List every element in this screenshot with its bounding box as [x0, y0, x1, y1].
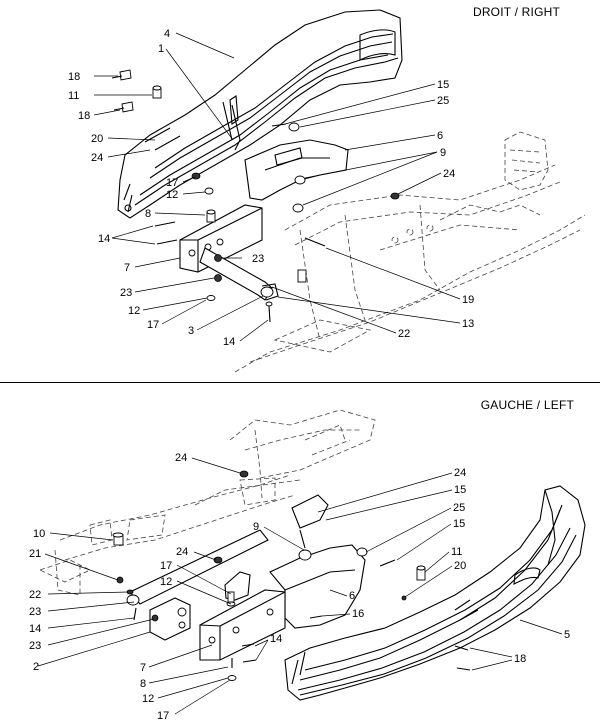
- callout-label: 18: [514, 653, 526, 665]
- callout-label: 14: [98, 233, 110, 245]
- callouts-right: 4 1 18 11 18 20 24 17 12 8 14 7 23 12 17…: [68, 28, 474, 348]
- callout-label: 1: [158, 43, 164, 55]
- callout-label: 3: [188, 325, 194, 337]
- callout-label: 12: [142, 693, 154, 705]
- callout-label: 24: [176, 546, 188, 558]
- callout-label: 4: [164, 28, 170, 40]
- callout-label: 24: [454, 467, 466, 479]
- right-assembly: 4 1 18 11 18 20 24 17 12 8 14 7 23 12 17…: [68, 9, 586, 373]
- leader-lines-left: [37, 457, 563, 715]
- callout-label: 9: [253, 521, 259, 533]
- callout-label: 14: [29, 623, 41, 635]
- callout-label: 9: [440, 147, 446, 159]
- callout-label: 23: [252, 253, 264, 265]
- pivot-plate-right: [179, 204, 263, 273]
- callout-label: 23: [29, 640, 41, 652]
- bumper-right: [117, 9, 403, 219]
- callout-label: 22: [398, 328, 410, 340]
- callout-label: 18: [78, 110, 90, 122]
- leader-lines-right: [93, 32, 461, 342]
- callout-label: 12: [128, 305, 140, 317]
- callout-label: 14: [223, 336, 235, 348]
- callout-label: 2: [33, 661, 39, 673]
- callouts-left: 24 24 15 25 15 10 9 21 24 17 12 22 23 14…: [29, 452, 570, 722]
- callout-label: 17: [147, 319, 159, 331]
- callout-label: 23: [29, 606, 41, 618]
- callout-label: 6: [349, 590, 355, 602]
- hardware-left: [112, 470, 471, 681]
- callout-label: 17: [157, 710, 169, 722]
- callout-label: 18: [68, 71, 80, 83]
- callout-label: 24: [91, 152, 103, 164]
- bumper-left: [284, 485, 586, 701]
- callout-label: 8: [140, 678, 146, 690]
- section-divider: [0, 382, 600, 383]
- callout-label: 15: [454, 484, 466, 496]
- callout-label: 12: [166, 189, 178, 201]
- callout-label: 25: [453, 502, 465, 514]
- callout-label: 20: [454, 560, 466, 572]
- left-assembly: 24 24 15 25 15 10 9 21 24 17 12 22 23 14…: [29, 409, 586, 722]
- callout-label: 20: [91, 133, 103, 145]
- callout-label: 7: [140, 662, 146, 674]
- left-side-title: GAUCHE / LEFT: [480, 398, 574, 412]
- mount-bracket-right: [244, 139, 349, 213]
- callout-label: 25: [437, 95, 449, 107]
- right-side-title: DROIT / RIGHT: [472, 5, 560, 19]
- mower-frame-left: [38, 409, 376, 596]
- callout-label: 12: [160, 576, 172, 588]
- mower-frame-right: [234, 131, 586, 373]
- pivot-arm-right: [199, 247, 279, 301]
- callout-label: 13: [462, 318, 474, 330]
- callout-label: 6: [437, 130, 443, 142]
- callout-label: 11: [451, 546, 462, 558]
- callout-label: 5: [564, 629, 570, 641]
- callout-label: 21: [29, 548, 41, 560]
- callout-label: 11: [68, 90, 79, 102]
- hardware-right: [111, 69, 400, 323]
- callout-label: 10: [33, 528, 45, 540]
- callout-label: 22: [29, 589, 41, 601]
- callout-label: 17: [166, 177, 178, 189]
- callout-label: 15: [437, 79, 449, 91]
- callout-label: 24: [443, 168, 455, 180]
- mount-bracket-left: [269, 494, 366, 629]
- callout-label: 24: [175, 452, 187, 464]
- callout-label: 7: [124, 262, 130, 274]
- callout-label: 19: [462, 294, 474, 306]
- callout-label: 8: [145, 208, 151, 220]
- callout-label: 17: [160, 560, 172, 572]
- callout-label: 15: [453, 518, 465, 530]
- callout-label: 23: [120, 287, 132, 299]
- callout-label: 14: [270, 633, 282, 645]
- callout-label: 16: [352, 608, 364, 620]
- pivot-plate-left: [199, 571, 286, 661]
